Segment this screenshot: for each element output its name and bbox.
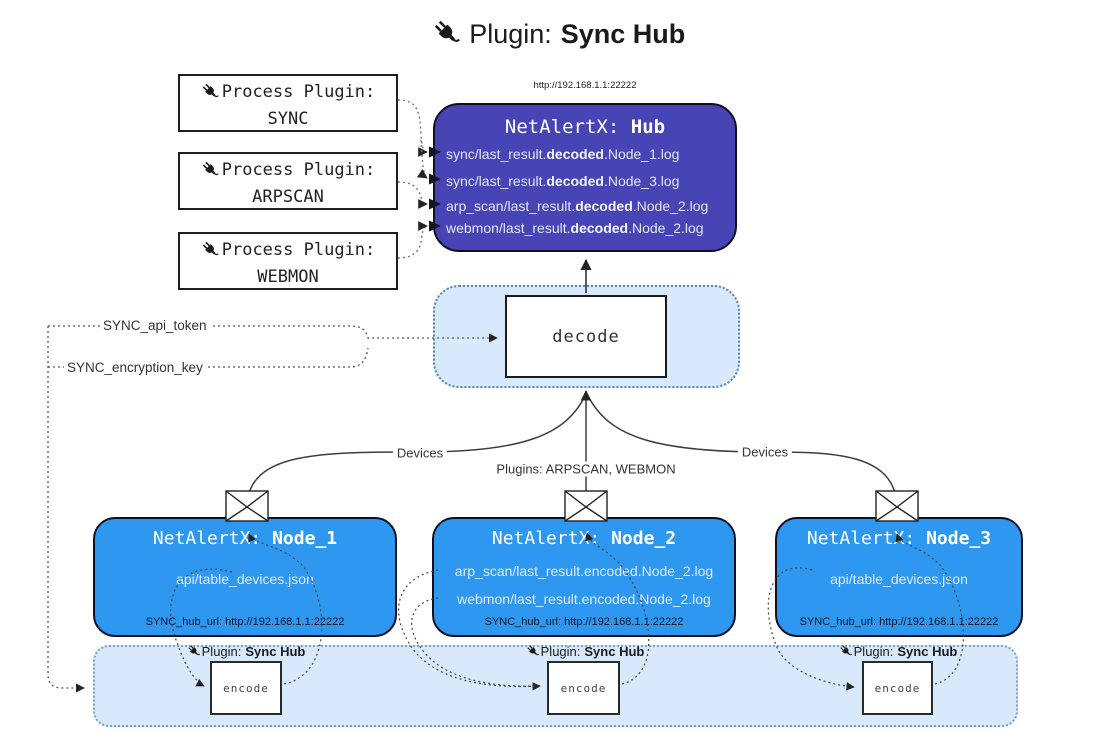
plugin-to-hub-wires xyxy=(397,99,428,259)
hub-file-line: sync/last_result.decoded.Node_1.log xyxy=(446,146,680,162)
node3-file: api/table_devices.json xyxy=(830,571,968,587)
hub-file-line: arp_scan/last_result.decoded.Node_2.log xyxy=(446,198,709,214)
process-plugin-arpscan-box: Process Plugin: ARPSCAN xyxy=(178,152,398,210)
process-plugin-label: Process Plugin: xyxy=(180,79,396,106)
process-plugin-name: WEBMON xyxy=(257,267,319,288)
title-prefix: Plugin: xyxy=(469,19,552,49)
plug-icon xyxy=(839,644,853,658)
process-plugin-name: ARPSCAN xyxy=(252,187,324,208)
node3-title: NetAlertX: Node_3 xyxy=(806,528,992,549)
plug-icon xyxy=(201,160,220,179)
plug-icon xyxy=(432,18,462,48)
node2-box: NetAlertX: Node_2 arp_scan/last_result.e… xyxy=(432,517,736,637)
page-title: Plugin: Sync Hub xyxy=(0,18,1117,50)
process-plugin-sync-box: Process Plugin: SYNC xyxy=(178,74,398,132)
plug-icon xyxy=(201,240,220,259)
encode2-plugin-label: Plugin:Sync Hub xyxy=(495,644,675,659)
hub-title: NetAlertX: Hub xyxy=(504,116,666,138)
plug-icon xyxy=(201,82,220,101)
title-name: Sync Hub xyxy=(560,19,686,49)
hub-box: NetAlertX: Hub sync/last_result.decoded.… xyxy=(433,103,737,252)
node1-file: api/table_devices.json xyxy=(176,571,314,587)
node-to-decode-curves xyxy=(246,389,898,507)
process-plugin-label: Process Plugin: xyxy=(180,157,396,184)
hub-url-label: http://192.168.1.1:22222 xyxy=(533,80,637,91)
node2-file: webmon/last_result.encoded.Node_2.log xyxy=(457,591,711,607)
devices-label-right: Devices xyxy=(737,444,793,460)
node3-box: NetAlertX: Node_3 api/table_devices.json… xyxy=(775,517,1023,637)
process-plugin-name: SYNC xyxy=(267,109,309,130)
node2-hub-url: SYNC_hub_url: http://192.168.1.1:22222 xyxy=(484,616,684,628)
hub-file-line: webmon/last_result.decoded.Node_2.log xyxy=(446,220,704,236)
sync-api-token-label: SYNC_api_token xyxy=(100,318,210,333)
plug-icon xyxy=(526,644,540,658)
node1-box: NetAlertX: Node_1 api/table_devices.json… xyxy=(93,517,397,637)
plug-icon xyxy=(187,644,201,658)
devices-label-left: Devices xyxy=(392,445,448,461)
node1-title: NetAlertX: Node_1 xyxy=(152,528,338,549)
node1-hub-url: SYNC_hub_url: http://192.168.1.1:22222 xyxy=(145,616,345,628)
node2-title: NetAlertX: Node_2 xyxy=(491,528,677,549)
process-plugin-label: Process Plugin: xyxy=(180,237,396,264)
encode3-plugin-label: Plugin:Sync Hub xyxy=(808,644,988,659)
node3-hub-url: SYNC_hub_url: http://192.168.1.1:22222 xyxy=(799,616,999,628)
encode1-box: encode xyxy=(210,661,282,715)
decode-box: decode xyxy=(505,295,667,378)
hub-file-line: sync/last_result.decoded.Node_3.log xyxy=(446,173,680,189)
encode3-box: encode xyxy=(862,661,933,715)
sync-encryption-key-label: SYNC_encryption_key xyxy=(64,360,206,375)
process-plugin-webmon-box: Process Plugin: WEBMON xyxy=(178,232,398,290)
plugins-label-middle: Plugins: ARPSCAN, WEBMON xyxy=(492,461,680,477)
node2-file: arp_scan/last_result.encoded.Node_2.log xyxy=(454,563,714,579)
encode2-box: encode xyxy=(547,661,620,715)
encode1-plugin-label: Plugin:Sync Hub xyxy=(156,644,336,659)
